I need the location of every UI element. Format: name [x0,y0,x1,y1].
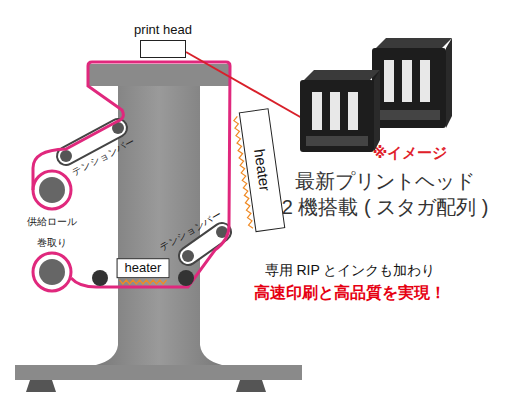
supply-roll [39,177,65,203]
heater-label: heater [250,148,274,193]
roller [92,270,108,286]
print-head-image [300,38,452,152]
top-bar [88,64,230,86]
part-label: 巻取り [37,237,67,249]
headline: 最新プリントヘッド [295,170,475,193]
media-path [33,62,230,287]
part-label: print head [134,22,192,38]
note: 専用 RIP とインクも加わり [265,262,436,278]
roller [60,150,72,162]
print-head-box: print head [140,40,186,58]
frame [15,64,302,392]
roller [182,250,194,262]
headline: 2 機搭載 ( スタガ配列 ) [282,196,489,219]
foot [26,380,56,392]
heater-box: heater [117,258,170,278]
part-label: テンションバー [158,209,224,253]
roller [178,270,194,286]
head-module [372,38,452,128]
heat-mark [120,280,167,284]
image-note: ※イメージ [373,144,448,161]
base [15,365,302,380]
take-up-roll [39,259,65,285]
heater-label: heater [125,260,162,276]
head-module [300,70,380,152]
part-label: テンションバー [71,136,138,179]
slogan: 高速印刷と高品質を実現！ [254,284,446,302]
media-wrap [33,253,71,291]
media-wrap [33,171,71,209]
heater-panel: heater [239,108,285,232]
foot [236,380,266,392]
part-label: 供給ロール [27,216,77,228]
leader-line [186,52,302,118]
